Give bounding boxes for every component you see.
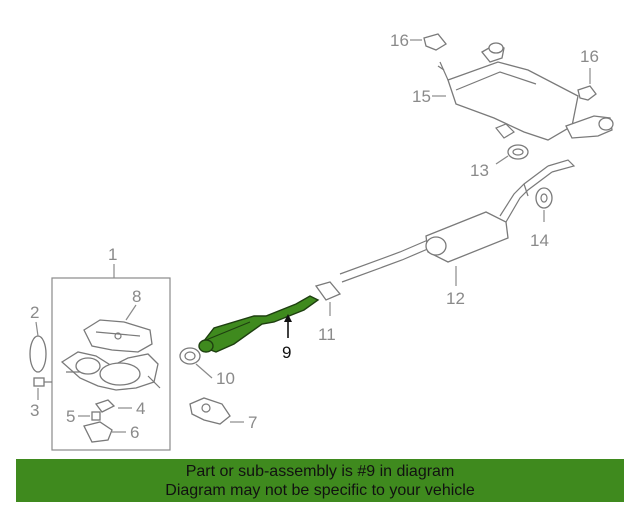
nut-part-5[interactable] xyxy=(91,411,101,421)
info-banner: Part or sub-assembly is #9 in diagram Di… xyxy=(16,459,624,502)
callout-9-arrowhead xyxy=(284,314,292,322)
callout-1[interactable]: 1 xyxy=(108,245,117,264)
callout-2[interactable]: 2 xyxy=(30,303,39,322)
front-pipe-part-9-highlighted[interactable] xyxy=(198,295,320,353)
clamp-part-13[interactable] xyxy=(507,144,529,160)
muffler-part-15[interactable] xyxy=(437,42,614,141)
insulator-part-14[interactable] xyxy=(535,187,553,209)
callout-16-right[interactable]: 16 xyxy=(580,47,599,66)
callout-11[interactable]: 11 xyxy=(318,325,336,344)
callout-12[interactable]: 12 xyxy=(446,289,465,308)
callout-13[interactable]: 13 xyxy=(470,161,489,180)
banner-line-1: Part or sub-assembly is #9 in diagram xyxy=(185,462,455,480)
callout-7[interactable]: 7 xyxy=(248,413,257,432)
callout-8-leader xyxy=(125,304,137,321)
callout-15[interactable]: 15 xyxy=(412,87,431,106)
gasket-part-7[interactable] xyxy=(189,397,231,425)
callout-14[interactable]: 14 xyxy=(530,231,549,250)
callout-9[interactable]: 9 xyxy=(282,343,291,362)
callout-4[interactable]: 4 xyxy=(136,399,145,418)
stud-part-3[interactable] xyxy=(33,377,52,387)
hanger-part-16-right[interactable] xyxy=(577,85,597,101)
callout-13-leader xyxy=(495,155,509,165)
callout-2-leader xyxy=(35,321,39,337)
callout-10-leader xyxy=(195,363,213,379)
gasket-ring-part-2[interactable] xyxy=(29,335,47,373)
callout-5[interactable]: 5 xyxy=(66,407,75,426)
callout-6[interactable]: 6 xyxy=(130,423,139,442)
callout-3[interactable]: 3 xyxy=(30,401,39,420)
catalytic-converter-manifold[interactable] xyxy=(60,351,161,391)
callout-10[interactable]: 10 xyxy=(216,369,235,388)
banner-line-2: Diagram may not be specific to your vehi… xyxy=(165,481,475,499)
hanger-part-16-left[interactable] xyxy=(423,33,447,51)
intermediate-pipe-part-12[interactable] xyxy=(339,159,576,283)
assembly-1-frame xyxy=(51,277,171,451)
flange-gasket-part-10[interactable] xyxy=(179,347,201,365)
bracket-part-6[interactable] xyxy=(83,421,113,443)
heat-shield-part-8[interactable] xyxy=(83,319,153,353)
clamp-part-11[interactable] xyxy=(314,281,342,301)
gasket-part-4[interactable] xyxy=(94,399,116,413)
callout-8[interactable]: 8 xyxy=(132,287,141,306)
callout-16-left[interactable]: 16 xyxy=(390,31,409,50)
